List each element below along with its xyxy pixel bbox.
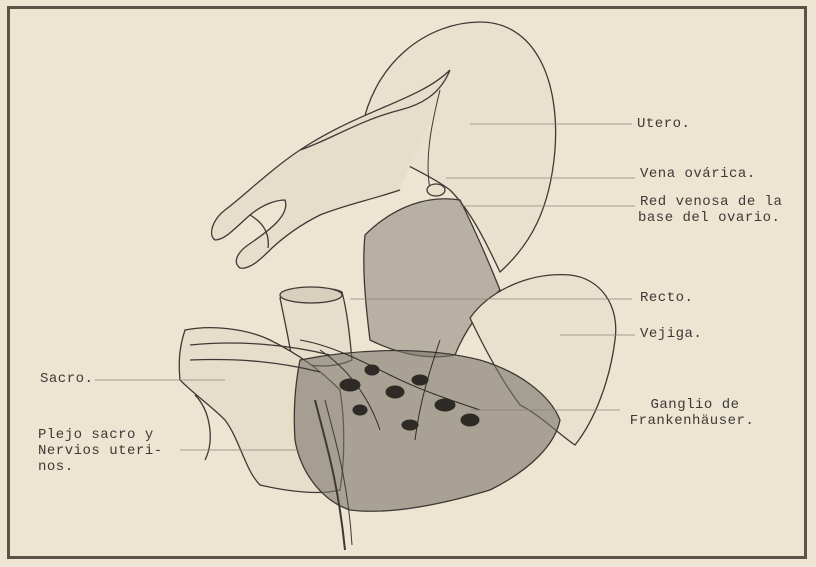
label-ganglio-2: Frankenhäuser. [612, 413, 772, 430]
label-vena-ovarica: Vena ovárica. [640, 166, 756, 183]
label-sacro: Sacro. [40, 371, 93, 388]
label-plejo-2: Nervios uteri- [38, 443, 163, 460]
ovarian-vein-opening [427, 184, 445, 196]
label-red-venosa-2: base del ovario. [638, 210, 780, 227]
label-red-venosa-1: Red venosa de la [640, 194, 782, 211]
label-recto: Recto. [640, 290, 693, 307]
label-plejo-1: Plejo sacro y [38, 427, 154, 444]
label-plejo-3: nos. [38, 459, 74, 476]
label-vejiga: Vejiga. [640, 326, 702, 343]
label-utero: Utero. [637, 116, 690, 133]
label-ganglio-1: Ganglio de [615, 397, 775, 414]
